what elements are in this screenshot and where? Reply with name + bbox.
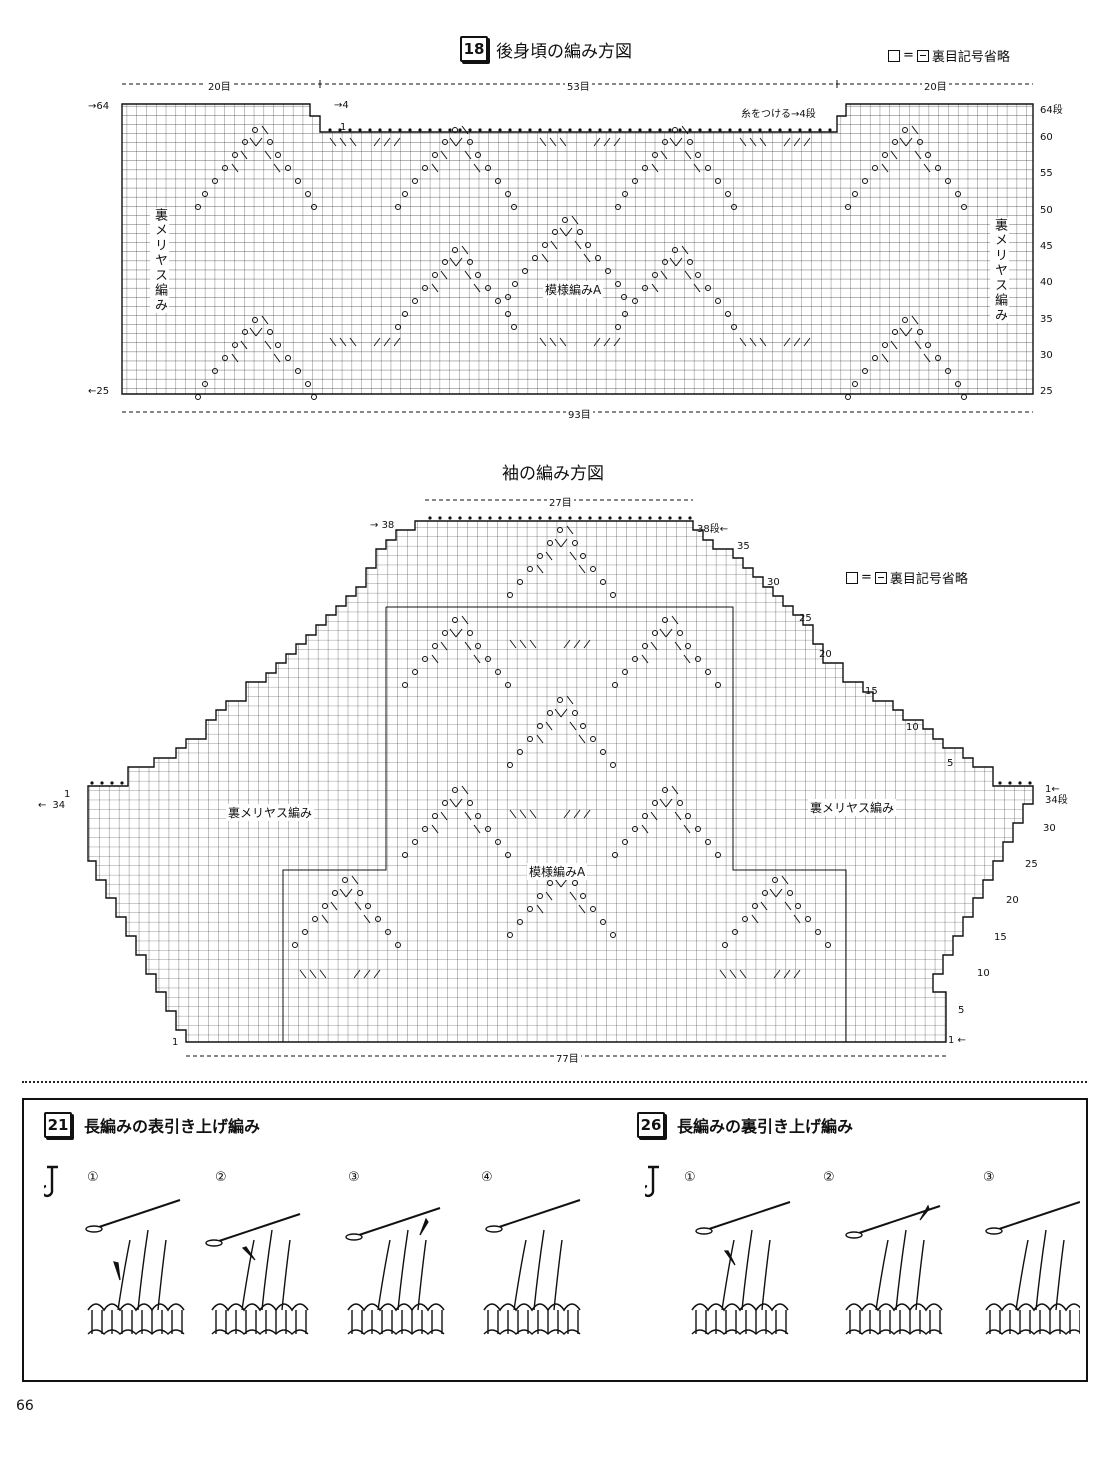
sleeve-row-lower-10: 10 xyxy=(977,968,990,979)
back-row-30: 30 xyxy=(1040,350,1053,361)
back-row-40: 40 xyxy=(1040,277,1053,288)
back-chart xyxy=(121,80,1034,413)
sleeve-cable-columns xyxy=(299,639,801,979)
back-cable-columns xyxy=(329,137,811,347)
sleeve-row-lower-5: 5 xyxy=(958,1005,965,1016)
stitch-number-21: 21 xyxy=(44,1112,72,1138)
sleeve-pattern-label: 模様編みA xyxy=(527,863,588,880)
stitch-illustrations xyxy=(85,1199,1080,1335)
blank-square-icon xyxy=(846,571,858,584)
page-number: 66 xyxy=(16,1398,34,1414)
back-lace-motifs xyxy=(195,125,967,400)
step-label: ② xyxy=(215,1170,227,1185)
sleeve-side-left-rows: 1 ←34 xyxy=(38,789,71,811)
sleeve-pattern-frame xyxy=(282,606,847,1042)
sleeve-width-bottom: 77目 xyxy=(554,1050,581,1065)
sleeve-row-bottom-left: 1 xyxy=(172,1037,179,1048)
sleeve-row-15: 15 xyxy=(865,686,878,697)
back-chart-number: 18 xyxy=(460,36,488,62)
sleeve-lace-motifs xyxy=(292,525,831,948)
back-width-mid: 53目 xyxy=(565,78,592,93)
section-divider xyxy=(22,1081,1087,1083)
back-row-60: 60 xyxy=(1040,132,1053,143)
step-label: ③ xyxy=(348,1170,360,1185)
stitch-title-21: 21 長編みの表引き上げ編み xyxy=(44,1112,260,1138)
purl-square-icon xyxy=(874,571,887,584)
back-chart-header: 18 後身頃の編み方図 xyxy=(460,36,632,62)
sleeve-side-right-rows: 1← 34段 xyxy=(1045,784,1068,806)
back-note-right: 糸をつける→4段 xyxy=(741,109,816,120)
purl-square-icon xyxy=(916,49,929,62)
sleeve-chart-title: 袖の編み方図 xyxy=(502,464,604,484)
back-side-label-right: 裏メリヤス編み xyxy=(990,218,1009,323)
back-width-left: 20目 xyxy=(206,78,233,93)
stitch-name-21: 長編みの表引き上げ編み xyxy=(84,1117,261,1136)
sleeve-row-lower-30: 30 xyxy=(1043,823,1056,834)
back-side-label-left: 裏メリヤス編み xyxy=(150,208,169,313)
sleeve-row-20: 20 xyxy=(819,649,832,660)
step-label: ④ xyxy=(481,1170,493,1185)
sleeve-row-35: 35 xyxy=(737,541,750,552)
sleeve-width-top: 27目 xyxy=(547,494,574,509)
back-legend-text: 裏目記号省略 xyxy=(931,50,1010,65)
crochet-hook-icon xyxy=(44,1165,58,1198)
back-row-top-right: 64段 xyxy=(1040,105,1063,116)
sleeve-grid xyxy=(87,520,1034,1043)
sleeve-legend-text: 裏目記号省略 xyxy=(889,572,968,587)
sleeve-bind-off-dots xyxy=(90,516,1032,785)
back-chart-title: 後身頃の編み方図 xyxy=(496,41,632,62)
blank-square-icon xyxy=(888,49,900,62)
stitch-title-26: 26 長編みの裏引き上げ編み xyxy=(637,1112,853,1138)
sleeve-row-5: 5 xyxy=(947,758,954,769)
back-row-55: 55 xyxy=(1040,168,1053,179)
sleeve-side-label-right: 裏メリヤス編み xyxy=(808,799,897,816)
step-label: ② xyxy=(823,1170,835,1185)
sleeve-row-30: 30 xyxy=(767,577,780,588)
back-bind-off-dots xyxy=(328,128,832,132)
stitch-panel xyxy=(22,1098,1088,1382)
back-note-left-1: 1 xyxy=(340,122,347,133)
back-row-45: 45 xyxy=(1040,241,1053,252)
back-width-total: 93目 xyxy=(566,406,593,421)
back-row-top-left: →64 xyxy=(88,101,110,112)
sleeve-row-top-right: 38段← xyxy=(697,524,729,535)
back-note-left-4: →4 xyxy=(334,100,349,111)
back-row-35: 35 xyxy=(1040,314,1053,325)
sleeve-side-label-left: 裏メリヤス編み xyxy=(226,804,315,821)
back-width-right: 20目 xyxy=(922,78,949,93)
back-grid xyxy=(121,103,1034,395)
step-label: ③ xyxy=(983,1170,995,1185)
sleeve-row-lower-25: 25 xyxy=(1025,859,1038,870)
crochet-hook-icon xyxy=(645,1165,659,1198)
sleeve-row-top-left: → 38 xyxy=(370,520,395,531)
back-pattern-label: 模様編みA xyxy=(543,281,604,298)
back-row-bottom-left: ←25 xyxy=(88,386,110,397)
sleeve-row-bottom-right: 1 ← xyxy=(948,1035,966,1046)
sleeve-legend: = 裏目記号省略 xyxy=(846,568,968,587)
back-row-bottom-right: 25 xyxy=(1040,386,1053,397)
step-label: ① xyxy=(684,1170,696,1185)
back-row-50: 50 xyxy=(1040,205,1053,216)
sleeve-row-25: 25 xyxy=(799,613,812,624)
stitch-number-26: 26 xyxy=(637,1112,665,1138)
sleeve-row-lower-15: 15 xyxy=(994,932,1007,943)
sleeve-chart xyxy=(87,499,1034,1057)
step-label: ① xyxy=(87,1170,99,1185)
back-legend: = 裏目記号省略 xyxy=(888,46,1010,65)
stitch-name-26: 長編みの裏引き上げ編み xyxy=(677,1117,854,1136)
sleeve-row-10: 10 xyxy=(906,722,919,733)
sleeve-row-lower-20: 20 xyxy=(1006,895,1019,906)
